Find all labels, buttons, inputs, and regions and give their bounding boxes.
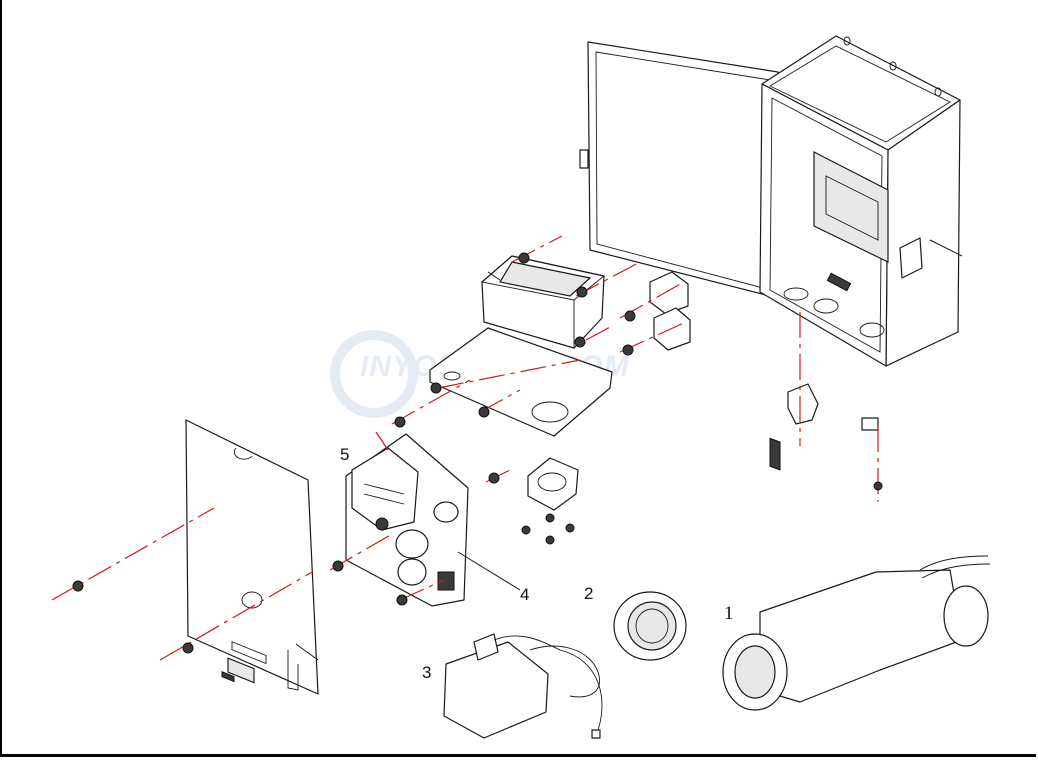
screw — [574, 336, 586, 348]
callout-part-1: 1 — [724, 603, 734, 624]
cooling-fan — [527, 457, 579, 511]
screw — [622, 344, 634, 356]
enclosure-door — [587, 41, 779, 297]
capacitor-1 — [395, 529, 429, 559]
circuit-board-assembly — [345, 433, 521, 607]
screw — [488, 472, 500, 484]
screw — [478, 406, 490, 418]
screw — [624, 310, 636, 322]
transformer-assembly — [429, 255, 613, 437]
cover-panel — [185, 419, 319, 695]
cell-outlet-nut — [943, 585, 989, 647]
screw — [521, 525, 531, 535]
screw — [873, 481, 883, 491]
screw — [545, 535, 555, 545]
screw — [576, 286, 588, 298]
side-bracket — [899, 237, 923, 279]
flow-switch-tee — [443, 641, 549, 739]
callout-part-2: 2 — [584, 584, 594, 603]
cell-body — [759, 569, 963, 703]
capacitor-3 — [433, 501, 459, 523]
small-switch-part — [861, 417, 879, 431]
board-knob — [375, 517, 389, 531]
chlorinator-cell — [722, 555, 991, 711]
callout-part-5: 5 — [340, 445, 350, 464]
callout-part-4: 4 — [520, 585, 530, 604]
cord-grip — [787, 383, 879, 431]
screw — [545, 513, 555, 523]
screws — [72, 252, 883, 654]
board-connector — [437, 571, 455, 591]
power-switch — [769, 437, 781, 471]
screw — [565, 523, 575, 533]
front-cover-panel — [185, 419, 319, 695]
callout-part-3: 3 — [422, 663, 432, 682]
capacitor-2 — [397, 558, 427, 586]
fan-housing — [527, 457, 579, 511]
screw — [182, 642, 194, 654]
screw — [72, 580, 84, 592]
union-nut — [613, 591, 687, 661]
flow-switch-plug — [591, 729, 601, 739]
screw — [396, 594, 408, 606]
screw — [332, 560, 344, 572]
terminal-blocks — [649, 271, 691, 351]
door-latch — [579, 149, 589, 169]
mounting-plate — [429, 327, 613, 437]
terminal-block-upper — [649, 271, 689, 315]
enclosure-box — [579, 35, 963, 471]
screw — [394, 416, 406, 428]
flow-switch — [443, 633, 603, 739]
assembly-centerlines — [51, 235, 879, 661]
screw — [518, 252, 530, 264]
cord-grip-fitting — [787, 383, 819, 425]
screw — [430, 382, 442, 394]
